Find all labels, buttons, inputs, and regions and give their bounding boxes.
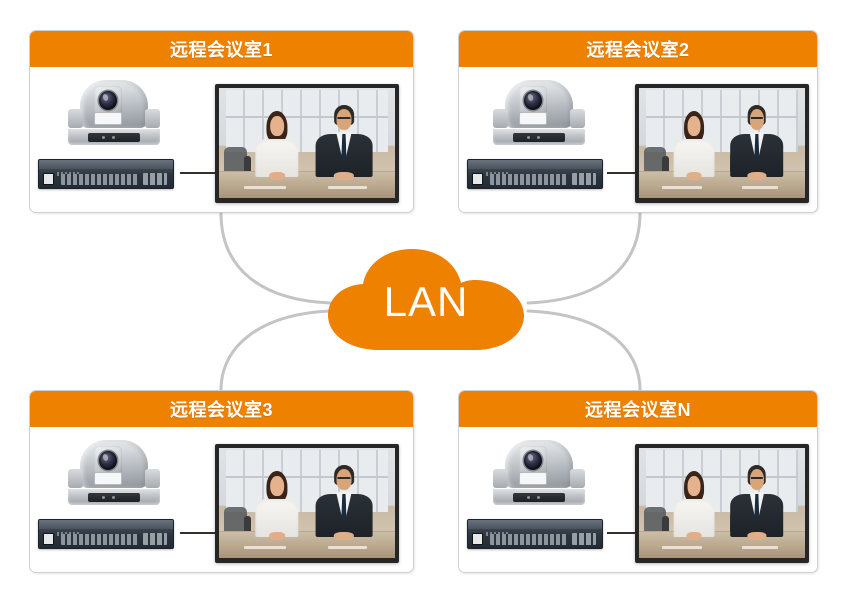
connector-room-n bbox=[526, 309, 642, 392]
video-conference-display-n bbox=[635, 444, 809, 563]
cloud-shape-icon bbox=[328, 249, 524, 350]
display-person-woman bbox=[669, 109, 719, 181]
ptz-camera-icon bbox=[489, 439, 589, 505]
network-switch-icon bbox=[467, 159, 603, 189]
lan-cloud-label: LAN bbox=[383, 278, 469, 325]
display-person-woman bbox=[669, 469, 719, 541]
room-2-body bbox=[459, 67, 817, 212]
display-person-man bbox=[314, 102, 374, 181]
video-conference-display-2 bbox=[635, 84, 809, 203]
video-conference-display-3 bbox=[215, 444, 399, 563]
room-1-title: 远程会议室1 bbox=[30, 31, 413, 67]
room-3-body bbox=[30, 427, 413, 572]
room-3-title: 远程会议室3 bbox=[30, 391, 413, 427]
room-n-title: 远程会议室N bbox=[459, 391, 817, 427]
room-panel-2[interactable]: 远程会议室2 bbox=[458, 30, 818, 213]
room-n-body bbox=[459, 427, 817, 572]
display-person-man bbox=[729, 462, 785, 541]
connector-room-1 bbox=[219, 211, 332, 305]
network-switch-icon bbox=[467, 519, 603, 549]
display-person-man bbox=[729, 102, 785, 181]
display-person-woman bbox=[251, 109, 304, 181]
ptz-camera-icon bbox=[64, 439, 164, 505]
room-2-title: 远程会议室2 bbox=[459, 31, 817, 67]
ptz-camera-icon bbox=[64, 79, 164, 145]
connector-room-3 bbox=[219, 309, 332, 392]
display-person-man bbox=[314, 462, 374, 541]
room-panel-n[interactable]: 远程会议室N bbox=[458, 390, 818, 573]
network-switch-icon bbox=[38, 159, 174, 189]
connector-room-2 bbox=[526, 211, 642, 305]
ptz-camera-icon bbox=[489, 79, 589, 145]
room-1-body bbox=[30, 67, 413, 212]
room-panel-3[interactable]: 远程会议室3 bbox=[29, 390, 414, 573]
lan-cloud[interactable]: LAN bbox=[320, 246, 532, 358]
display-person-woman bbox=[251, 469, 304, 541]
room-panel-1[interactable]: 远程会议室1 bbox=[29, 30, 414, 213]
video-conference-display-1 bbox=[215, 84, 399, 203]
network-switch-icon bbox=[38, 519, 174, 549]
